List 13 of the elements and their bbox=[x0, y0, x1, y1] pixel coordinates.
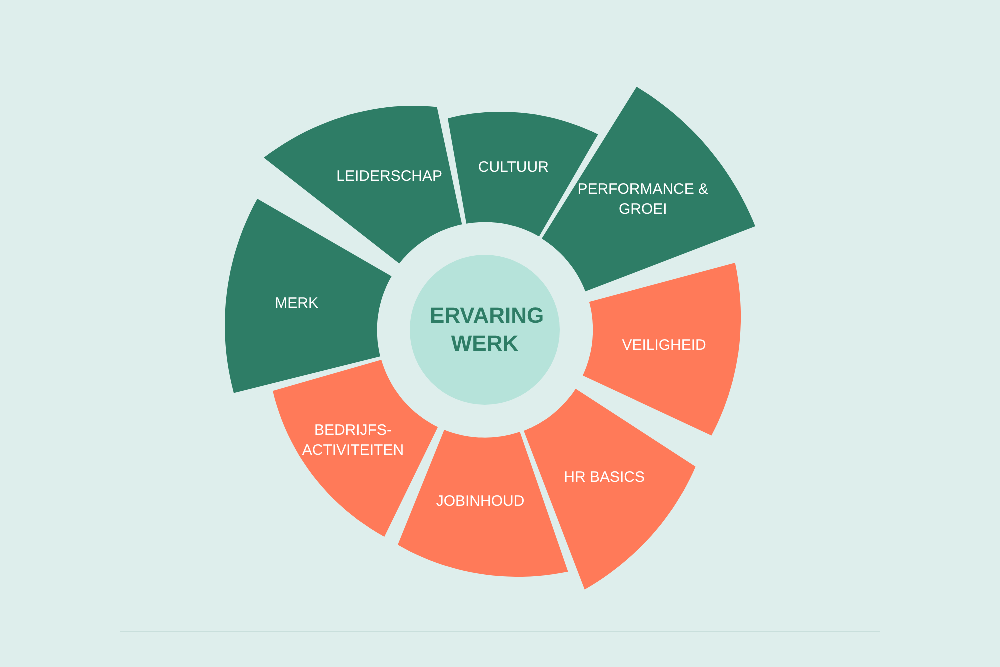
segment-label: VEILIGHEID bbox=[621, 336, 708, 356]
segment-label: PERFORMANCE & GROEI bbox=[576, 180, 710, 220]
segment-label: BEDRIJFS-ACTIVITEITEN bbox=[301, 420, 406, 461]
ring-segment bbox=[272, 360, 438, 537]
ring-segment bbox=[224, 198, 392, 393]
segment-label: JOBINHOUD bbox=[435, 492, 526, 512]
ring-segment bbox=[264, 106, 463, 264]
segment-label: LEIDERSCHAP bbox=[336, 167, 444, 188]
segment-label: CULTUUR bbox=[477, 158, 550, 178]
segment-label: HR BASICS bbox=[563, 468, 646, 488]
segment-label: MERK bbox=[274, 294, 320, 314]
ring-segment bbox=[582, 262, 741, 436]
ring-segment bbox=[524, 388, 696, 590]
